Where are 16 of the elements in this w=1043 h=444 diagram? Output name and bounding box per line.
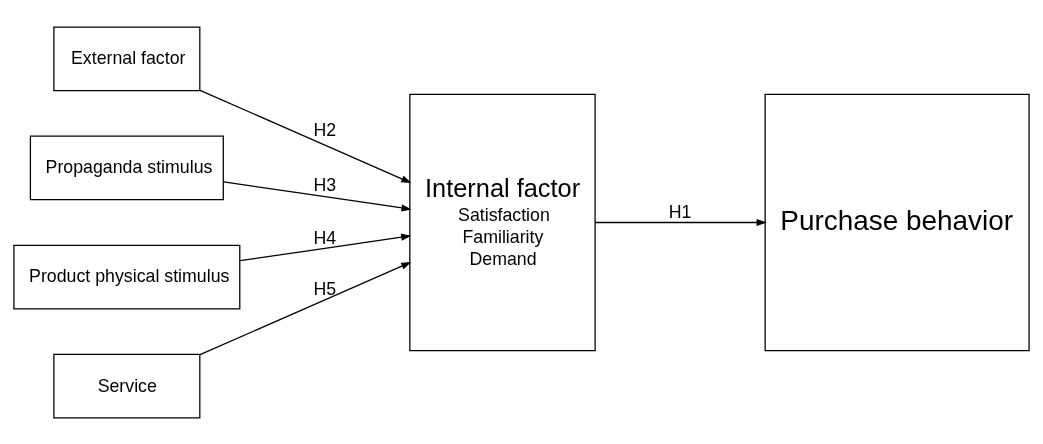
edge-label: H3 (313, 174, 337, 195)
node-box: Product physical stimulus (13, 244, 241, 309)
node-box: Internal factor Satisfaction Familiarity Demand (409, 93, 596, 351)
arrow (199, 261, 412, 355)
node-box: External factor (53, 25, 201, 91)
edge-label: H2 (313, 119, 337, 140)
arrow (223, 180, 412, 211)
arrow (239, 233, 412, 261)
node-box: Service (53, 353, 201, 419)
arrow (199, 89, 412, 183)
node-box: Propaganda stimulus (29, 135, 224, 200)
node-box: Purchase behavior (764, 93, 1030, 351)
arrow (594, 218, 767, 226)
edge-label: H1 (668, 201, 692, 222)
edge-label: H4 (313, 227, 337, 248)
edge-label: H5 (313, 278, 337, 299)
